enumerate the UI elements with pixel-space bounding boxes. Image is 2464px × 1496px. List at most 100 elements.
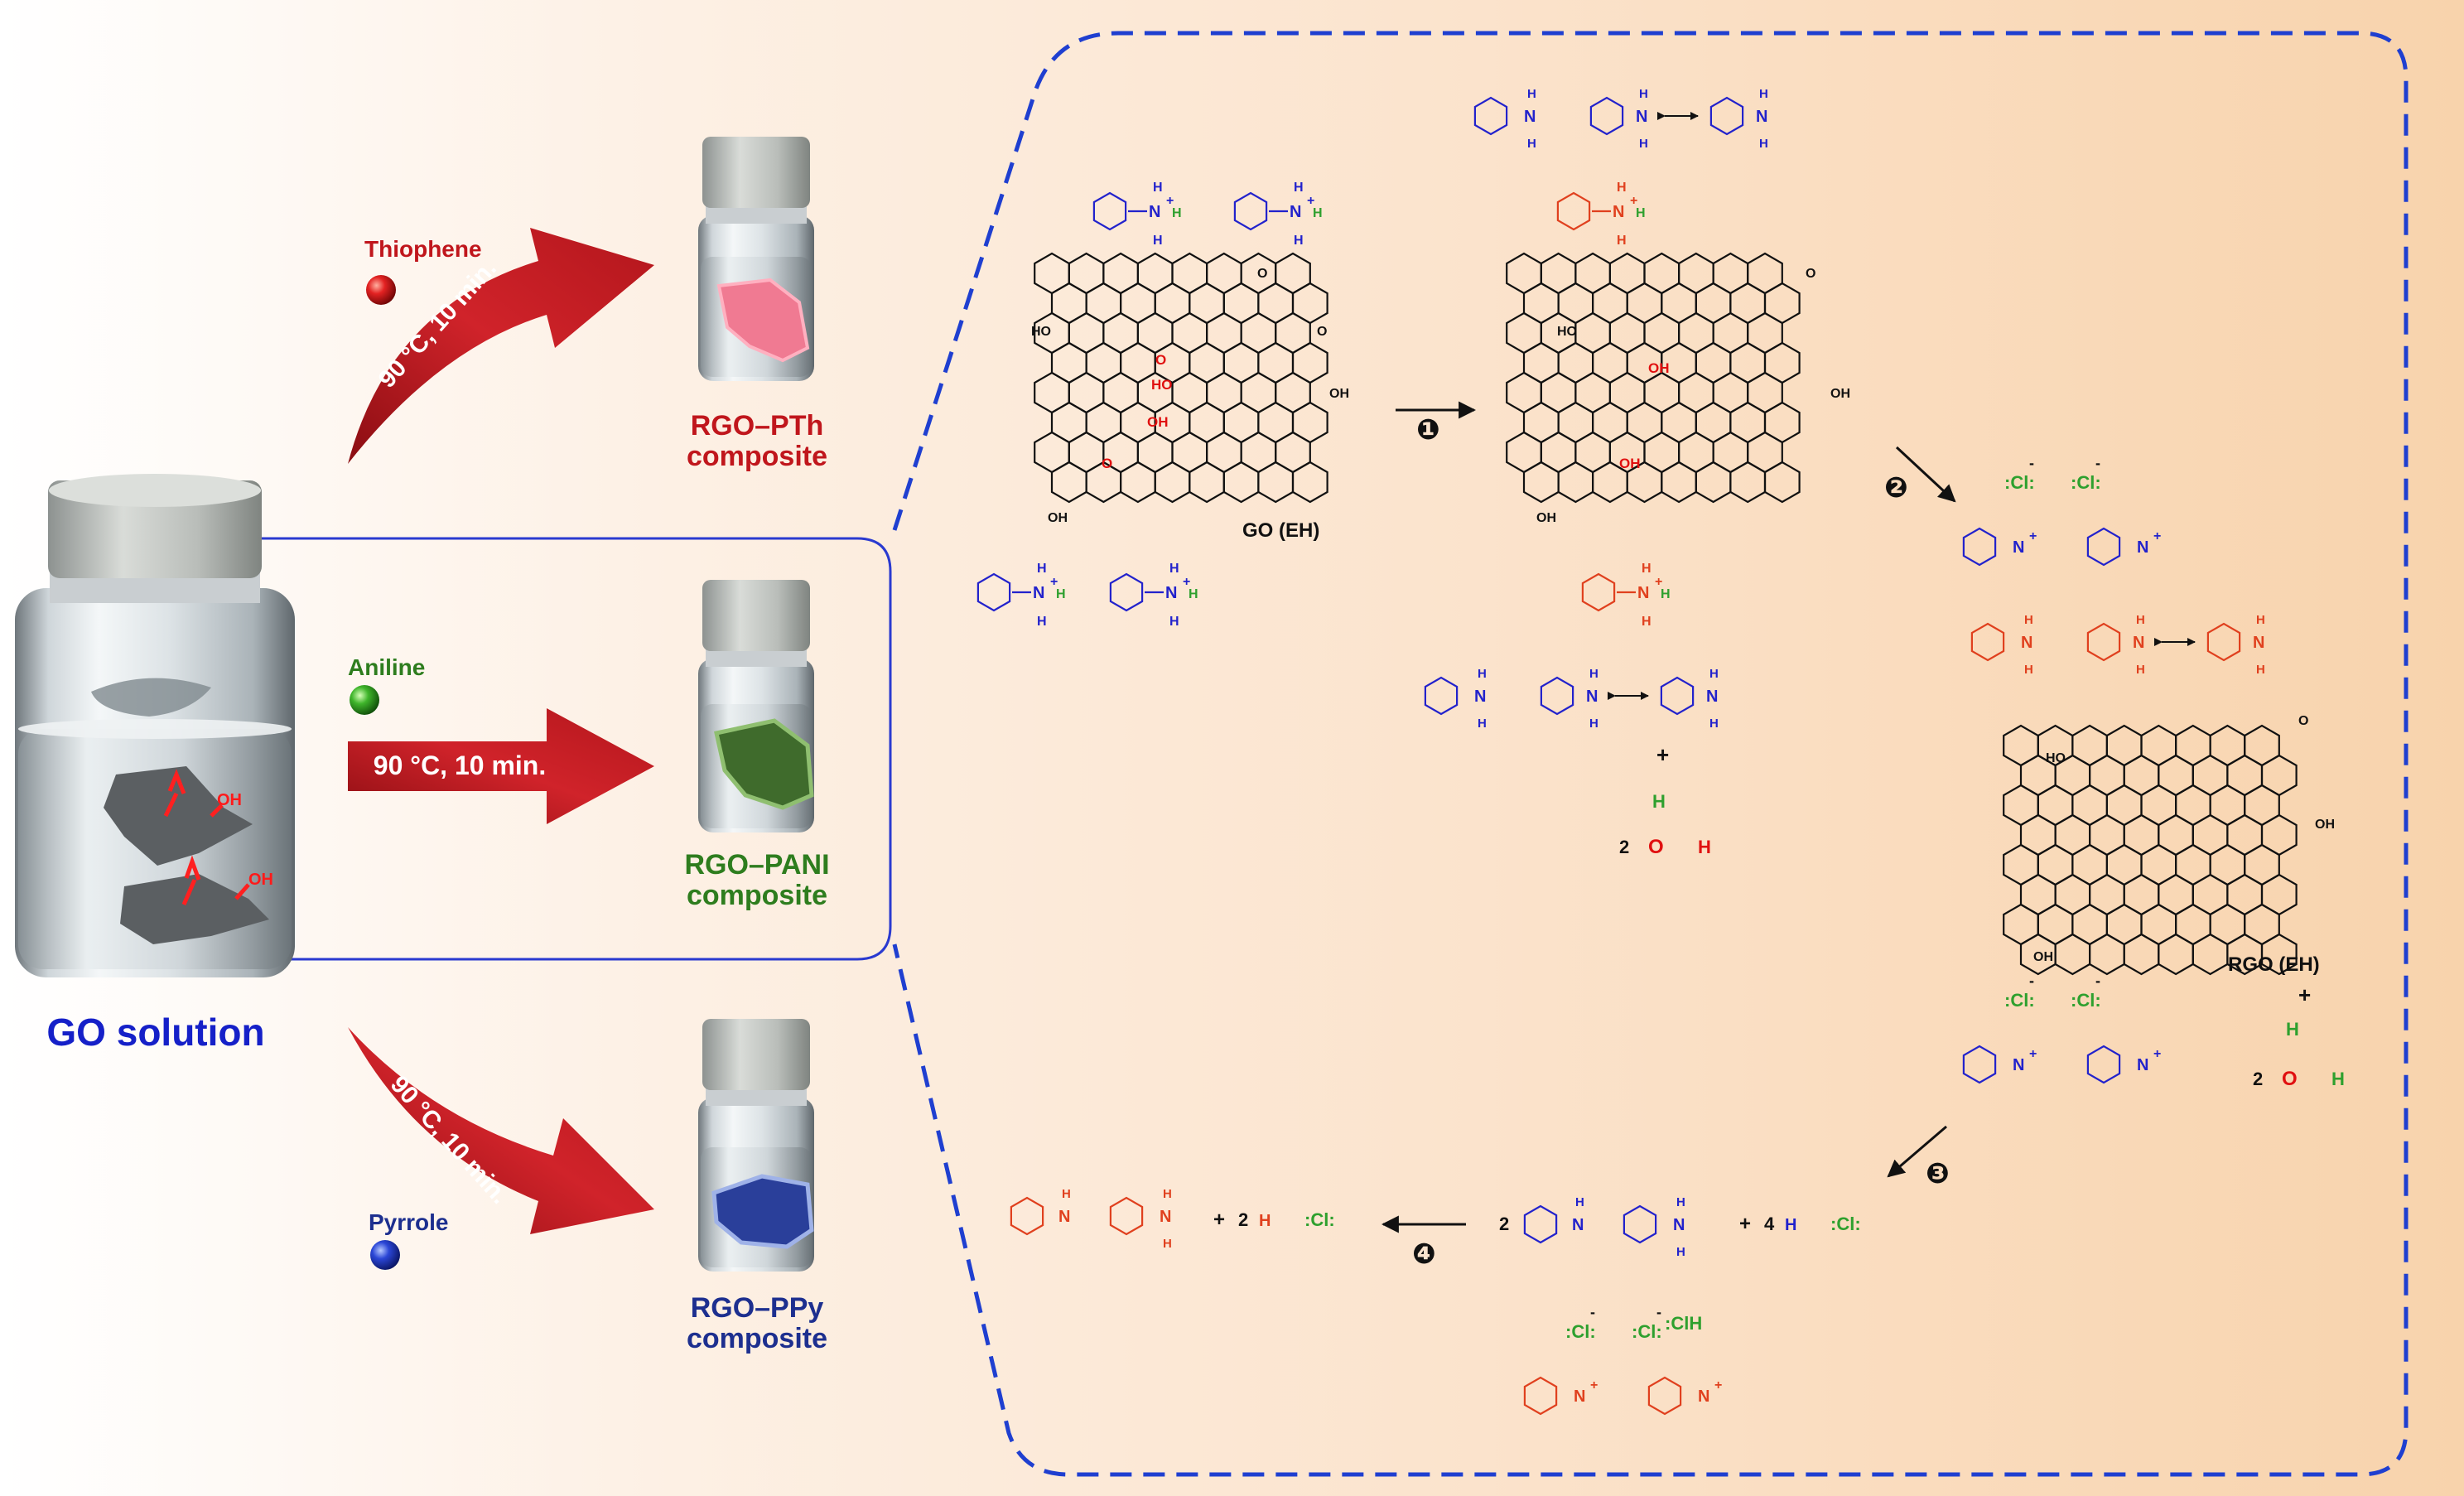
nitrogen: N bbox=[2253, 634, 2264, 652]
hydrogen: H bbox=[1294, 181, 1304, 195]
hydrogen: H bbox=[1642, 615, 1652, 629]
thiophene-monomer-ball bbox=[366, 275, 396, 305]
epoxide-oh: OH bbox=[1648, 360, 1670, 376]
step-3-number: ❸ bbox=[1926, 1158, 1950, 1190]
rgo-ppy-film bbox=[711, 1174, 814, 1249]
nitrogen: N bbox=[2021, 634, 2032, 652]
anilinium-lower: NHH+H bbox=[1581, 562, 1671, 629]
graphene-ring bbox=[2192, 933, 2229, 976]
hydrogen: H bbox=[1163, 1237, 1172, 1251]
graphene-ring bbox=[1257, 461, 1295, 504]
anilinium-top-right: NHH+H bbox=[1233, 181, 1323, 248]
nitrogen: N bbox=[1637, 584, 1649, 602]
hydrogen: H bbox=[1169, 615, 1179, 629]
hydrogen: H bbox=[2024, 613, 2033, 627]
charge-plus: + bbox=[1183, 575, 1190, 589]
hydrogen: H bbox=[1259, 1212, 1271, 1230]
sheet-functional-group: O bbox=[1806, 267, 1815, 281]
graphene-ring bbox=[2158, 933, 2194, 976]
hydrogen: H bbox=[2256, 613, 2265, 627]
hydrogen: H bbox=[1636, 206, 1646, 220]
go-eh-label: GO (EH) bbox=[1242, 519, 1319, 542]
nitrogen: N bbox=[2013, 538, 2024, 557]
hydrogen: H bbox=[1589, 667, 1598, 681]
hydrogen: H bbox=[1575, 1195, 1584, 1209]
nitrogen: N bbox=[1706, 688, 1718, 706]
quinoid-ring bbox=[2086, 527, 2121, 567]
graphene-ring bbox=[1695, 461, 1732, 504]
hydrogen: H bbox=[2024, 663, 2033, 677]
rgo-ppy-label-line1: RGO–PPy bbox=[691, 1292, 824, 1324]
graphene-ring bbox=[1222, 461, 1260, 504]
benzene-ring bbox=[1962, 1045, 1997, 1084]
oh-label-lower: OH bbox=[248, 871, 273, 889]
go-solution-label: GO solution bbox=[46, 1011, 264, 1054]
aniline-label: Aniline bbox=[348, 654, 425, 680]
nitrogen: N bbox=[1698, 1387, 1709, 1406]
nitrogen: N bbox=[1474, 688, 1486, 706]
hydrogen: H bbox=[1617, 234, 1627, 248]
quinoid-ring bbox=[1647, 1376, 1682, 1416]
benzene-ring bbox=[1709, 96, 1744, 136]
charge-minus: - bbox=[2029, 972, 2034, 989]
step-arrows bbox=[1381, 401, 1956, 1233]
coefficient: 4 bbox=[1764, 1214, 1775, 1234]
nitrogen: N bbox=[1165, 584, 1177, 602]
graphene-ring bbox=[1522, 461, 1560, 504]
graphene-ring bbox=[1154, 461, 1191, 504]
hydrogen: H bbox=[1709, 667, 1719, 681]
nitrogen: N bbox=[1613, 203, 1624, 221]
charge-minus: - bbox=[1590, 1304, 1595, 1320]
sheet-functional-group: O bbox=[2298, 714, 2308, 728]
charge-plus: + bbox=[1050, 575, 1058, 589]
benzene-ring bbox=[1970, 622, 2005, 662]
step-3-arrow bbox=[1887, 1125, 1947, 1178]
water-oxygen: O bbox=[1648, 836, 1664, 858]
hydrogen: H bbox=[1639, 87, 1648, 101]
hydrogen: H bbox=[2136, 613, 2145, 627]
plus-sign: + bbox=[1213, 1209, 1225, 1231]
benzene-ring bbox=[1581, 572, 1616, 612]
charge-minus: - bbox=[1656, 1304, 1661, 1320]
rgo-pani-label-line2: composite bbox=[687, 880, 827, 911]
graphene-ring bbox=[1291, 461, 1328, 504]
sheet-functional-group: OH bbox=[1536, 511, 1556, 525]
chloride: :Cl: bbox=[2071, 990, 2101, 1011]
chloride: :Cl: bbox=[1304, 1209, 1335, 1230]
sheet-functional-group: HO bbox=[1557, 325, 1577, 339]
go-functional-group: HO bbox=[1031, 325, 1051, 339]
chloride: :Cl: bbox=[2004, 472, 2035, 493]
emeraldine-salt-upper: N+N+:Cl::Cl:-- bbox=[1962, 455, 2161, 567]
quinoid-ring bbox=[2086, 1045, 2121, 1084]
anilinium-bottom-left: NHH+H bbox=[976, 562, 1066, 629]
benzene-ring bbox=[1424, 676, 1459, 716]
emeraldine-salt-lower: N+N+:Cl::Cl:-- bbox=[1962, 972, 2161, 1084]
hydrogen: H bbox=[1759, 137, 1768, 151]
epoxide-oh: OH bbox=[1147, 414, 1169, 430]
nitrogen: N bbox=[1058, 1208, 1070, 1226]
chloride: :Cl: bbox=[1632, 1321, 1662, 1342]
hydrogen: H bbox=[1056, 587, 1066, 601]
charge-plus: + bbox=[2153, 1047, 2161, 1061]
hydrogen: H bbox=[2136, 663, 2145, 677]
nitrogen: N bbox=[1160, 1208, 1171, 1226]
graphene-ring bbox=[2089, 933, 2125, 976]
benzene-ring bbox=[1473, 96, 1508, 136]
nitrogen: N bbox=[1290, 203, 1301, 221]
hydrogen: H bbox=[1527, 87, 1536, 101]
hydrogen: H bbox=[2256, 663, 2265, 677]
hydrogen: H bbox=[2286, 1019, 2299, 1040]
step-numbers: ❶ ❷ ❸ ❹ bbox=[1412, 414, 1950, 1270]
hydrogen: H bbox=[1785, 1216, 1796, 1234]
epoxide-o: O bbox=[1102, 456, 1112, 471]
hydrogen: H bbox=[1639, 137, 1648, 151]
hydrogen: H bbox=[1169, 562, 1179, 576]
hydrogen: H bbox=[1037, 562, 1047, 576]
sheet-functional-group: HO bbox=[2046, 751, 2066, 765]
benzene-ring bbox=[1109, 1196, 1144, 1236]
hydrogen: H bbox=[1642, 562, 1652, 576]
